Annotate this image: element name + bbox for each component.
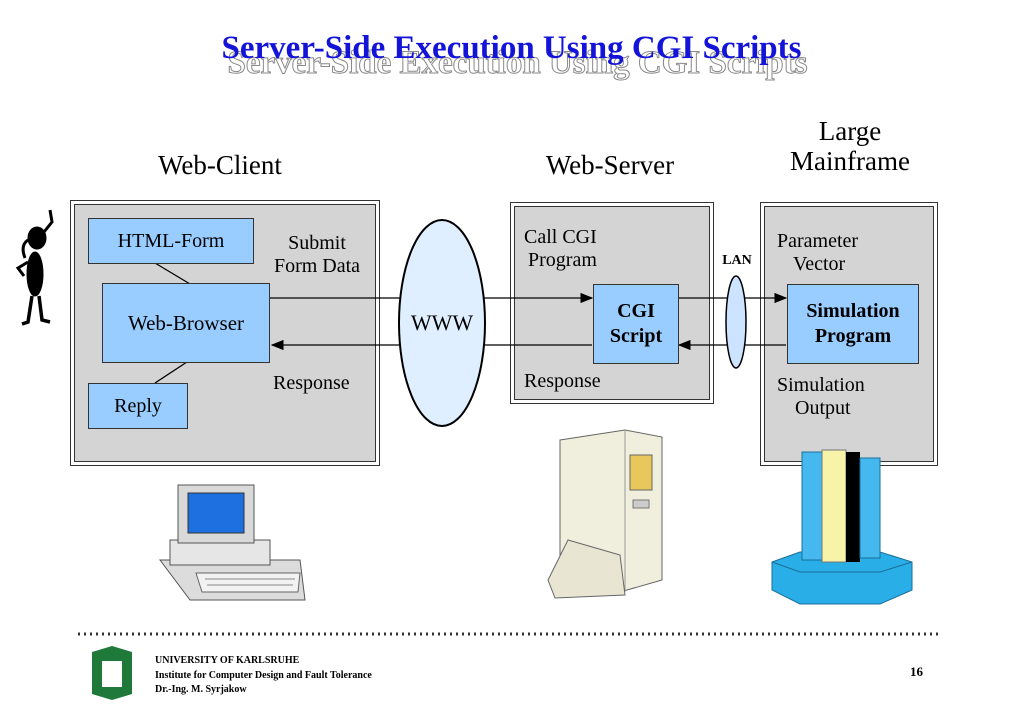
mainframe-computer-icon <box>771 449 913 605</box>
client-response-label: Response <box>273 372 350 394</box>
web-browser-box: Web-Browser <box>102 283 270 363</box>
server-tower-icon <box>547 429 663 599</box>
server-response-label: Response <box>524 370 601 392</box>
footer-author: Dr.-Ing. M. Syrjakow <box>155 684 247 695</box>
mainframe-heading-line1: Large <box>818 116 882 146</box>
call-cgi-label: Call CGI Program <box>524 226 597 272</box>
footer-credits: UNIVERSITY OF KARLSRUHE Institute for Co… <box>155 654 372 698</box>
user-figure-icon <box>15 209 54 326</box>
html-form-box: HTML-Form <box>88 218 254 264</box>
browser-reply-connector <box>154 359 191 384</box>
mainframe-heading-line2: Mainframe <box>790 146 910 177</box>
cgi-script-line2: Script <box>609 325 663 347</box>
submit-line1: Submit <box>288 232 346 254</box>
slide-title: Server-Side Execution Using CGI Scripts <box>221 30 802 66</box>
cgi-script-line1: CGI <box>617 300 655 322</box>
simulation-program-box: Simulation Program <box>787 284 919 364</box>
lan-link <box>725 275 747 369</box>
output-line2: Output <box>795 397 851 419</box>
submit-form-data-label: Submit Form Data <box>262 232 372 278</box>
www-cloud <box>398 219 486 427</box>
call-cgi-line1: Call CGI <box>524 226 597 248</box>
lan-label: LAN <box>722 253 752 268</box>
university-logo-icon <box>92 646 132 700</box>
web-server-heading: Web-Server <box>545 150 675 180</box>
desktop-computer-icon <box>159 484 306 601</box>
reply-box: Reply <box>88 383 188 429</box>
cgi-script-box: CGI Script <box>593 284 679 364</box>
parameter-vector-label: Parameter Vector <box>777 230 858 276</box>
footer-university: UNIVERSITY OF KARLSRUHE <box>155 655 300 666</box>
output-line1: Simulation <box>777 374 865 396</box>
parameter-line2: Vector <box>793 253 846 275</box>
simulation-output-label: Simulation Output <box>777 374 865 420</box>
call-cgi-line2: Program <box>528 249 597 271</box>
mainframe-heading: Large Mainframe <box>760 116 940 176</box>
slide-title-shadow: Server-Side Execution Using CGI Scripts <box>227 45 808 82</box>
simulation-program-line1: Simulation <box>806 300 900 322</box>
page-number: 16 <box>910 664 923 679</box>
form-browser-connector <box>154 262 191 285</box>
simulation-program-line2: Program <box>814 325 892 347</box>
www-label: WWW <box>410 310 474 335</box>
submit-line2: Form Data <box>273 255 361 277</box>
footer-institute: Institute for Computer Design and Fault … <box>155 669 372 681</box>
parameter-line1: Parameter <box>777 230 859 252</box>
web-client-heading: Web-Client <box>158 150 282 180</box>
